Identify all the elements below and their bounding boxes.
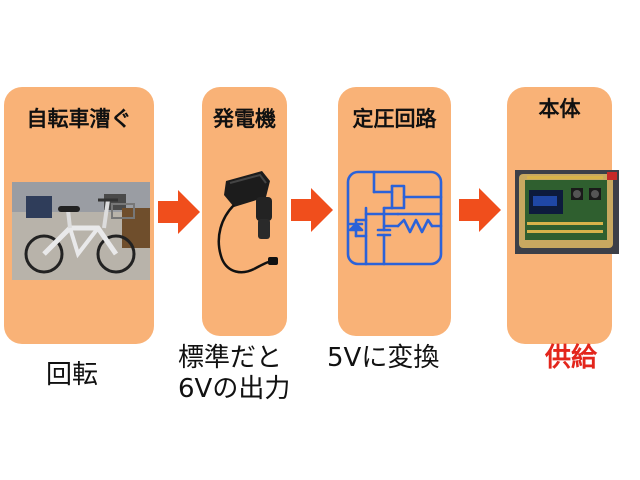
caption-line: 6Vの出力: [178, 374, 291, 404]
arrow-right-icon: [459, 188, 501, 232]
arrow-right-icon: [291, 188, 333, 232]
circuit-board-photo: [515, 170, 619, 254]
caption-generator-output: 標準だと 6Vの出力: [178, 343, 290, 405]
bicycle-photo: [12, 182, 150, 280]
caption-line: 標準だと: [178, 343, 283, 373]
caption-convert: 5Vに変換: [327, 343, 439, 374]
step-card-bicycle: 自転車漕ぐ: [4, 87, 154, 344]
step-title-device: 本体: [538, 97, 581, 121]
arrow-right-icon: [158, 190, 200, 234]
step-title-bicycle: 自転車漕ぐ: [26, 107, 132, 131]
step-card-generator: 発電機: [202, 87, 287, 336]
voltage-regulator-circuit-icon: [346, 170, 443, 266]
caption-rotation: 回転: [46, 360, 98, 391]
caption-supply: 供給: [545, 343, 597, 374]
step-title-regulator: 定圧回路: [352, 107, 437, 131]
step-title-generator: 発電機: [213, 107, 276, 131]
caption-line: 5Vに変換: [327, 343, 440, 373]
step-card-regulator: 定圧回路: [338, 87, 451, 336]
generator-photo: [208, 167, 284, 283]
caption-line: 供給: [545, 343, 598, 373]
caption-line: 回転: [46, 360, 99, 390]
step-card-device: 本体: [507, 87, 619, 344]
